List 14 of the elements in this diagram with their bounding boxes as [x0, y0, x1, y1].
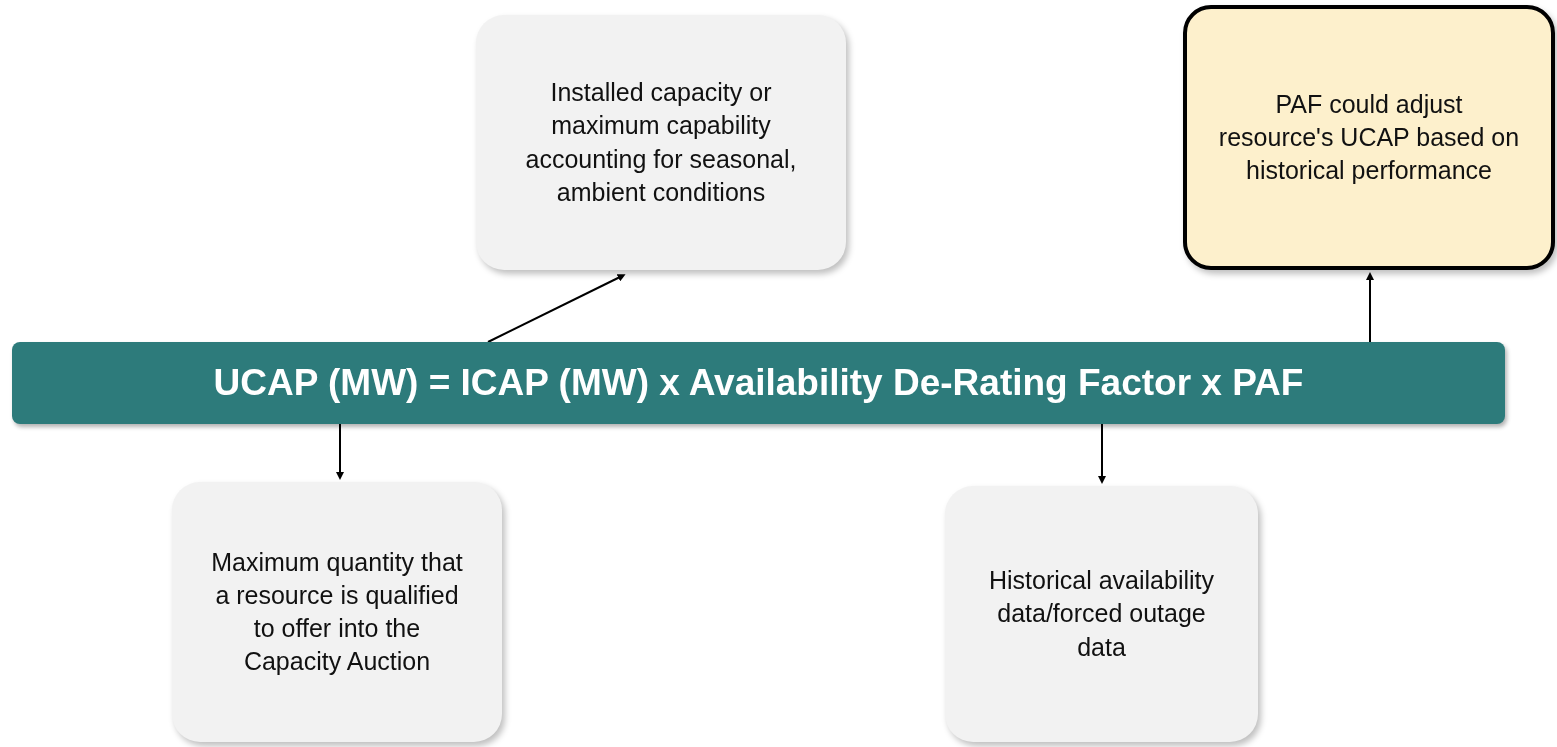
arrow	[336, 423, 344, 480]
box-text: Historical availability data/forced outage data	[987, 565, 1216, 663]
text-box	[476, 15, 846, 270]
arrow	[487, 274, 626, 343]
text-box	[172, 482, 502, 742]
box-text: PAF could adjust resource's UCAP based on historical performance	[1217, 88, 1521, 187]
text-box	[1183, 5, 1555, 270]
arrow	[1098, 423, 1106, 484]
text-box	[945, 486, 1258, 742]
formula-text: UCAP (MW) = ICAP (MW) x Availability De-Rating Factor x PAF	[213, 362, 1304, 404]
arrow	[1366, 272, 1374, 343]
formula-banner	[12, 342, 1505, 424]
box-text: Maximum quantity that a resource is qualified to offer into the Capacity Auction	[210, 546, 464, 678]
box-text: Installed capacity or maximum capability accounting for seasonal, ambient conditions	[524, 77, 798, 208]
